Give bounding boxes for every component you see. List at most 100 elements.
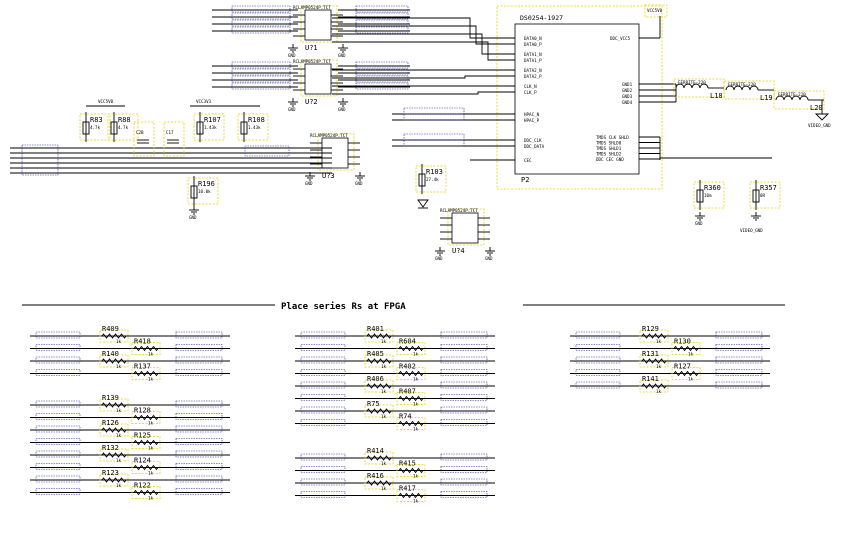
series-resistor-ref: R125 <box>134 432 151 440</box>
series-resistor-ref: R128 <box>134 407 151 415</box>
main-gnd-pin: GND1 <box>622 82 633 87</box>
gnd-label: GND <box>305 181 313 186</box>
esd-ref: U?3 <box>322 172 335 180</box>
series-resistor-value: 1k <box>148 446 154 451</box>
main-shield-pin: TMDS CLK SHLD <box>596 135 629 140</box>
series-resistor-ref: R75 <box>367 400 380 408</box>
left-bus <box>10 144 332 176</box>
pullup-value: 0R <box>760 193 766 198</box>
pullup-value: 4.7k <box>118 125 129 130</box>
capacitor: C2B <box>133 121 155 157</box>
esd-part: RCLAMP0524P.TCT <box>293 5 331 10</box>
esd-ref: U?1 <box>305 44 318 52</box>
series-resistor-ref: R74 <box>399 413 412 421</box>
main-left-pin: HPAC_P <box>524 118 540 123</box>
esd-ref: U?4 <box>452 247 465 255</box>
main-left-pin: DATA1_P <box>524 58 542 63</box>
ferrite-ref: L20 <box>810 104 823 112</box>
ferrite-ref: L18 <box>710 92 723 100</box>
series-resistor-ref: R417 <box>399 485 416 493</box>
series-resistor-ref: R405 <box>367 350 384 358</box>
pullup-value: 1.43k <box>248 125 261 130</box>
series-resistor-value: 1k <box>688 352 694 357</box>
series-resistor-ref: R604 <box>399 338 416 346</box>
series-resistor-value: 1k <box>116 458 122 463</box>
series-resistor-ref: R126 <box>102 419 119 427</box>
series-resistor-ref: R409 <box>102 325 119 333</box>
main-shield-pin: TMDS SHLD1 <box>596 146 622 151</box>
pullup-ref: R88 <box>118 116 131 124</box>
series-resistor-ref: R124 <box>134 457 151 465</box>
ferrite-part: FERRITE-220 <box>728 82 756 87</box>
video-gnd-label-2: VIDEO_GND <box>740 228 763 233</box>
vcc5-tag: VCC5V0 <box>647 8 663 13</box>
series-resistor-value: 1k <box>413 427 419 432</box>
top-net-labels <box>212 5 465 147</box>
pullup-ref: R83 <box>90 116 103 124</box>
series-resistor-ref: R123 <box>102 469 119 477</box>
main-left-pin: CLK_N <box>524 84 537 89</box>
series-resistor-ref: R122 <box>134 482 151 490</box>
vcc5-label: VCC5V0 <box>98 99 114 104</box>
series-resistor-ref: R129 <box>642 325 659 333</box>
series-resistor-ref: R130 <box>674 338 691 346</box>
series-resistor-value: 1k <box>148 352 154 357</box>
main-shield-pin: DDC CEC GND <box>596 157 624 162</box>
series-resistor-value: 1k <box>116 408 122 413</box>
main-ic-part: DS0254-1927 <box>520 14 563 22</box>
series-resistor-value: 1k <box>656 339 662 344</box>
series-resistor-value: 1k <box>116 364 122 369</box>
main-right-top-pin: DDC_VCC5 <box>610 36 631 41</box>
series-resistor-value: 1k <box>656 389 662 394</box>
series-resistor-value: 1k <box>148 471 154 476</box>
series-resistor-ref: R418 <box>134 338 151 346</box>
section-title: Place series Rs at FPGA <box>281 301 406 312</box>
pullup-ref: R196 <box>198 180 215 188</box>
esd-part: RCLAMP0524P.TCT <box>310 133 348 138</box>
pullup-ref: R360 <box>704 184 721 192</box>
gnd-label: GND <box>435 256 443 261</box>
series-resistor-value: 1k <box>148 496 154 501</box>
pullup-value: 10m <box>704 193 712 198</box>
series-resistor-ref: R402 <box>399 363 416 371</box>
pullup-value: 1.43k <box>204 125 217 130</box>
series-resistor-value: 1k <box>148 421 154 426</box>
series-resistor-value: 1k <box>656 364 662 369</box>
pullup-ref: R107 <box>204 116 221 124</box>
pullup-value: 10.0k <box>198 189 211 194</box>
series-resistor-value: 1k <box>381 486 387 491</box>
ferrite-part: FERRITE-220 <box>678 80 706 85</box>
series-resistor-value: 1k <box>413 474 419 479</box>
series-resistor-ref: R416 <box>367 472 384 480</box>
main-shield-pin: TMDS SHLD0 <box>596 141 622 146</box>
cap-ref: C17 <box>166 130 174 135</box>
main-left-pin: DATA2_P <box>524 74 542 79</box>
vcc33-label: VCC3V3 <box>196 99 212 104</box>
pullup-value: 4.7k <box>90 125 101 130</box>
main-gnd-pin: GND4 <box>622 100 633 105</box>
series-resistor-value: 1k <box>413 402 419 407</box>
gnd-label: GND <box>485 256 493 261</box>
series-resistor-value: 1k <box>381 339 387 344</box>
esd-ref: U?2 <box>305 98 318 106</box>
main-left-pin: DDC_CLK <box>524 138 542 143</box>
gnd-label: GND <box>288 107 296 112</box>
esd-part: RCLAMP0524P.TCT <box>440 208 478 213</box>
series-resistor-ref: R406 <box>367 375 384 383</box>
main-shield-pin: TMDS SHLD2 <box>596 152 622 157</box>
esd-part: RCLAMP0524P.TCT <box>293 59 331 64</box>
